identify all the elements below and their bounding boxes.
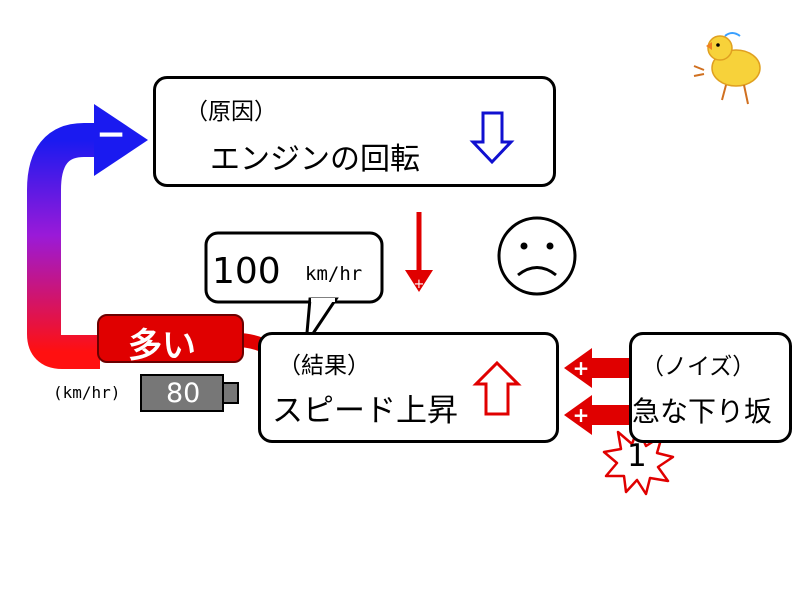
label-pill: [97, 314, 244, 363]
noise-box: [629, 332, 792, 443]
decrease-arrow-icon: [469, 111, 515, 165]
noise-text: 急な下り坂: [632, 395, 773, 428]
noise-tag: （ノイズ）: [641, 354, 756, 380]
speech-bubble: [204, 231, 384, 345]
speed-meter: [140, 374, 239, 412]
frown-face-icon: [497, 216, 577, 296]
feedback-loop-arrow: [27, 104, 148, 369]
feedback-label: 多い: [128, 326, 196, 366]
chick-icon: [693, 32, 761, 105]
cause-tag: （原因）: [185, 99, 277, 125]
cause-text: エンジンの回転: [210, 142, 420, 177]
noise-arrow-lower: [564, 395, 630, 435]
feedback-sign: −: [96, 114, 126, 155]
plus-sign-noise-lower: +: [573, 403, 590, 427]
noise-arrow-upper: [564, 348, 630, 388]
plus-sign-link: +: [414, 277, 425, 292]
plus-sign-noise-upper: +: [573, 356, 590, 380]
speed-callout-unit: km/hr: [305, 263, 363, 285]
speed-callout-value: 100: [212, 251, 281, 292]
result-tag: （結果）: [278, 353, 370, 379]
increase-arrow-icon: [472, 360, 522, 416]
result-text: スピード上昇: [272, 393, 458, 429]
cause-to-result-arrow: [405, 212, 433, 292]
burst-star-icon: [602, 426, 675, 496]
meter-unit: (km/hr): [53, 383, 121, 402]
burst-number: 1: [627, 438, 647, 474]
meter-value: 80: [166, 378, 201, 409]
